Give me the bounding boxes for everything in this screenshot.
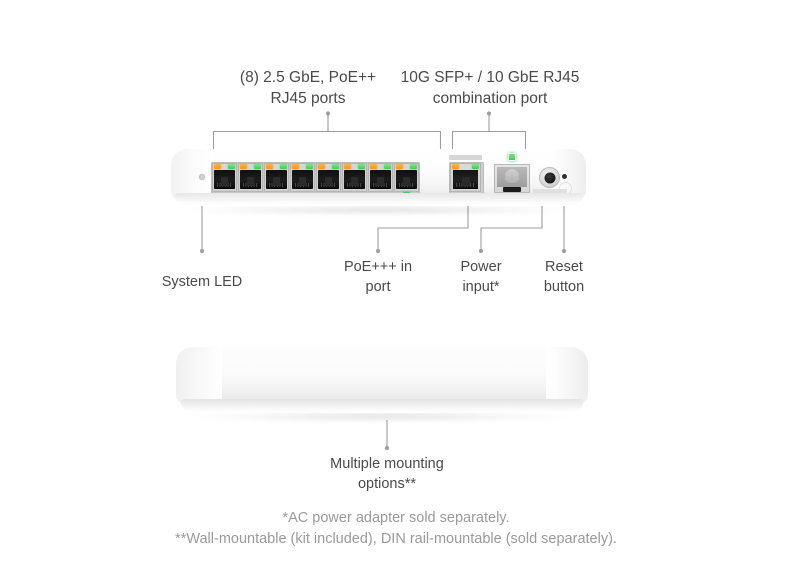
port-7-green-led [384,164,391,169]
callout-label-power-input: Power input* [460,259,502,295]
callout-label-reset-button: Reset button [543,259,585,295]
callout-label-rj45-ports: (8) 2.5 GbE, PoE++ RJ45 ports [239,69,377,107]
back-view-shadow [192,411,572,422]
port-5-amber-led [318,164,325,169]
port-4-tab [299,177,306,186]
dc-power-jack-caption [533,189,567,193]
rj45-port-6 [342,163,367,192]
switch-front-view [171,149,586,215]
tick-dot-rj45-ports [325,111,331,116]
footnotes: *AC power adapter sold separately. **Wal… [0,508,792,550]
port-3-green-led [280,164,287,169]
front-view-shadow [185,205,573,215]
port-8-green-led [410,164,417,169]
rj45-port-7 [368,163,393,192]
sfp-plus-port [494,164,530,193]
rj45-port-2 [238,163,263,192]
port-6-green-led [358,164,365,169]
switch-back-view [176,347,588,425]
sfp-plus-status-led [508,153,516,161]
sfp-plus-latch [503,187,521,192]
port-6-amber-led [344,164,351,169]
front-chassis-base [175,193,582,206]
back-chassis-base [181,399,583,413]
port-1-amber-led [214,164,221,169]
port-7-tab [377,177,384,186]
rj45-port-8 [394,163,419,197]
port-5-tab [325,177,332,186]
tick-dot-power-input [478,248,484,254]
tick-dot-combination-port [486,111,492,116]
chassis-left-face [171,149,213,199]
port-8-tab [403,177,410,186]
poe-in-amber-led [452,164,459,169]
port-4-green-led [306,164,313,169]
back-chassis [176,347,588,405]
callout-label-combination-port: 10G SFP+ / 10 GbE RJ45 combination port [400,69,580,107]
rj45-port-5 [316,163,341,192]
port-2-green-led [254,164,261,169]
footnote-mounting: **Wall-mountable (kit included), DIN rai… [175,531,617,548]
sfp-plus-cage-mouth [497,167,527,187]
tick-dot-system-led [199,248,205,254]
dc-power-jack [539,167,560,188]
port-6-tab [351,177,358,186]
tick-dot-reset [561,248,567,254]
callout-label-poe-in-port: PoE+++ in port [343,259,413,295]
footnote-power-adapter: *AC power adapter sold separately. [282,510,510,526]
poe-in-port [449,162,484,195]
rj45-port-4 [290,163,315,192]
poe-in-green-led [472,164,479,169]
port-8-amber-led [396,164,403,169]
port-2-tab [247,177,254,186]
rj45-port-bank [211,162,420,197]
port-1-green-led [228,164,235,169]
rj45-port-1 [212,163,237,192]
port-4-amber-led [292,164,299,169]
port-2-amber-led [240,164,247,169]
port-1-tab [221,177,228,186]
port-3-tab [273,177,280,186]
front-chassis [171,149,586,199]
callout-label-mounting-options: Multiple mounting options** [330,456,444,492]
port-7-amber-led [370,164,377,169]
callout-label-system-led: System LED [161,274,243,290]
rj45-port-3 [264,163,289,192]
poe-in-tab [462,177,470,186]
tick-dot-mounting-options [384,445,390,451]
system-led-indicator [199,174,205,180]
poe-in-port-body [450,163,481,192]
port-3-amber-led [266,164,273,169]
poe-in-port-label-strip [449,155,482,160]
reset-pinhole [562,174,567,179]
port-5-green-led [332,164,339,169]
tick-dot-poe-in [375,248,381,254]
